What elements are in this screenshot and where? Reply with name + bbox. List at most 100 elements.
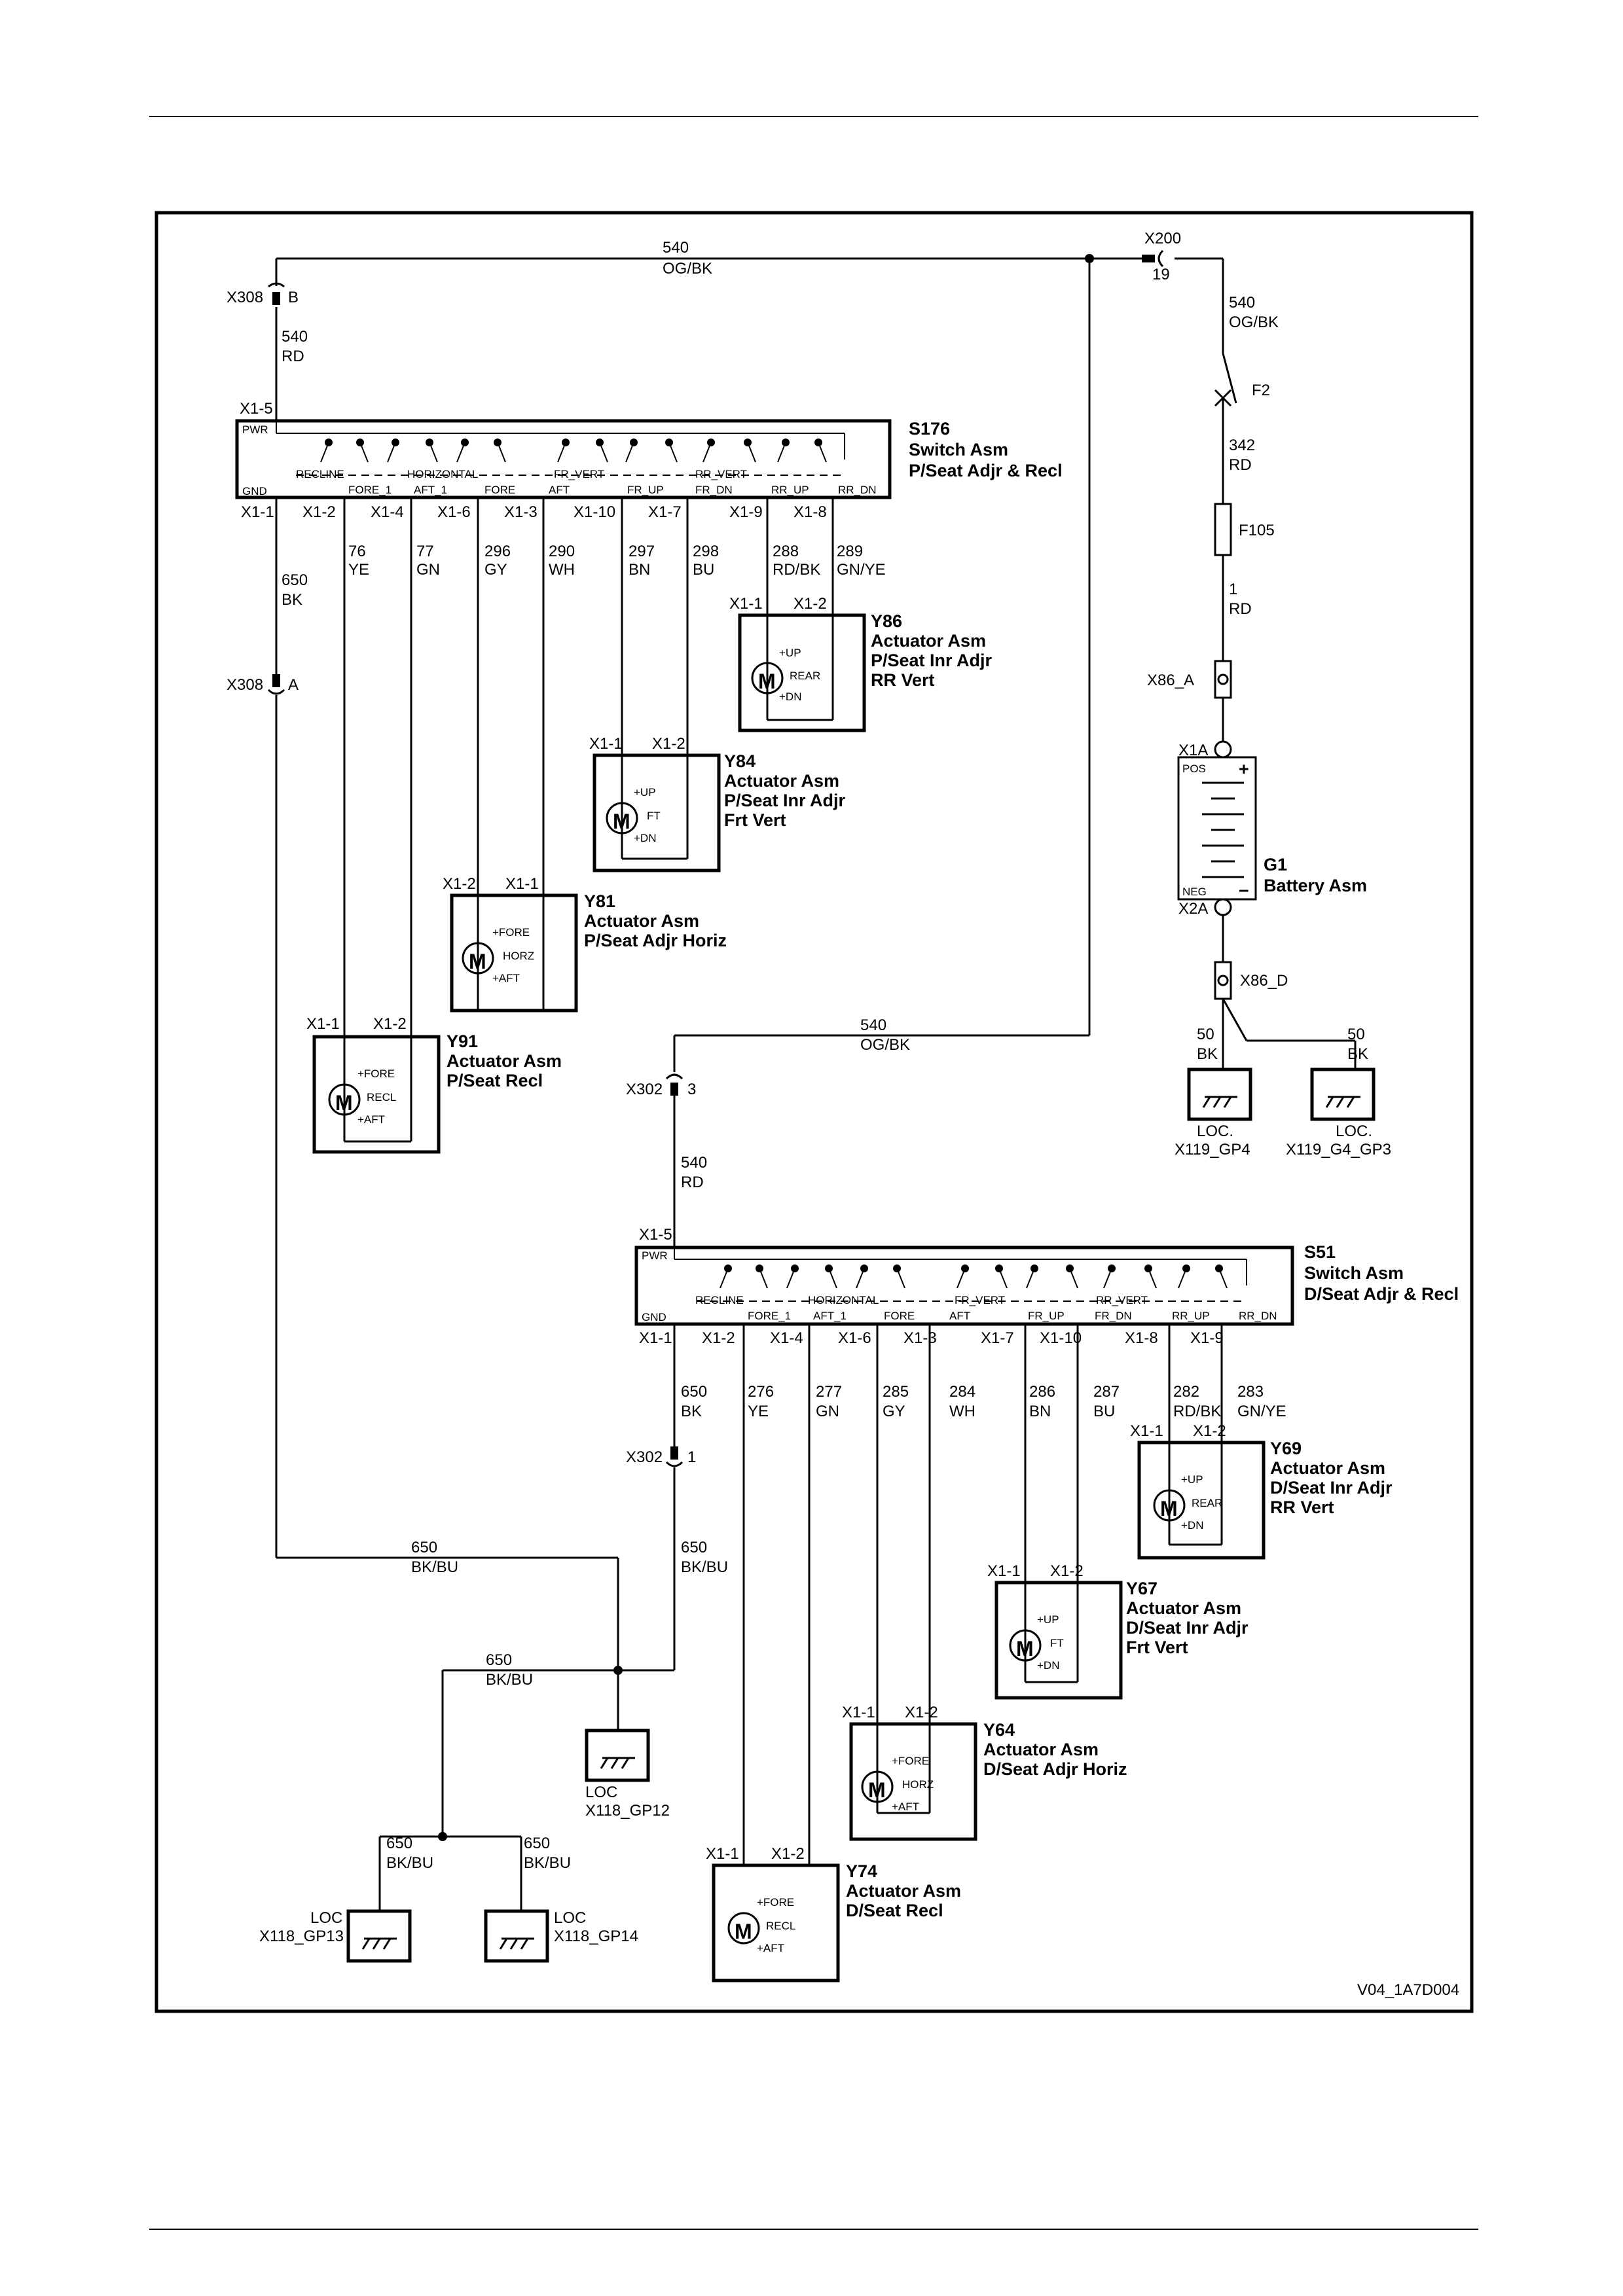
s176-id: S176 bbox=[909, 419, 950, 439]
wire-color: BK/BU bbox=[411, 1558, 458, 1576]
ground-symbol bbox=[1310, 1067, 1376, 1121]
s51-group: HORIZONTAL bbox=[808, 1294, 879, 1306]
s176-pin: X1-2 bbox=[302, 503, 336, 521]
ground-symbol bbox=[484, 1909, 549, 1963]
switch-contact-arm bbox=[387, 442, 396, 463]
x200-pin: 19 bbox=[1152, 266, 1170, 283]
wire-color: RD bbox=[681, 1174, 704, 1191]
actuator-pin: X1-1 bbox=[589, 735, 623, 753]
svg-text:FT: FT bbox=[647, 810, 661, 822]
switch-contact-arm bbox=[1218, 1268, 1228, 1289]
wire-circuit: 650 bbox=[486, 1651, 512, 1669]
battery: POS + NEG − bbox=[1177, 756, 1257, 901]
switch-contact-arm bbox=[1026, 1268, 1035, 1289]
actuator-name: Actuator Asm bbox=[584, 911, 699, 931]
actuator-id: Y81 bbox=[584, 891, 615, 911]
switch-contact-arm bbox=[599, 442, 608, 463]
wire-circuit: 650 bbox=[282, 571, 308, 589]
ground-loc: LOC bbox=[585, 1784, 617, 1801]
wire-color: GN/YE bbox=[837, 561, 886, 579]
actuator-pin: X1-2 bbox=[771, 1845, 805, 1863]
s176-pin: X1-4 bbox=[371, 503, 404, 521]
s176-contact-label: FR_UP bbox=[627, 484, 664, 496]
s51-group: RR_VERT bbox=[1096, 1294, 1148, 1306]
actuator-pin: X1-1 bbox=[729, 595, 763, 613]
s51-contact-label: AFT bbox=[949, 1310, 970, 1322]
wire-circuit: 288 bbox=[773, 543, 799, 560]
x86a-label: X86_A bbox=[1147, 672, 1194, 689]
wire-color: YE bbox=[348, 561, 369, 579]
s51-id: S51 bbox=[1304, 1242, 1336, 1262]
fuse bbox=[1214, 503, 1232, 556]
s51-pwr: PWR bbox=[642, 1249, 668, 1262]
actuator-desc: Frt Vert bbox=[1126, 1638, 1188, 1657]
actuator-desc: P/Seat Inr Adjr bbox=[871, 651, 993, 670]
s176-pin: X1-6 bbox=[437, 503, 471, 521]
x200-label: X200 bbox=[1144, 230, 1181, 247]
s51-pwr-pin: X1-5 bbox=[639, 1226, 672, 1244]
ground-name: X119_G4_GP3 bbox=[1286, 1141, 1391, 1158]
switch-contact-arm bbox=[557, 442, 566, 463]
x308a-label: X308 bbox=[227, 676, 263, 694]
s176-group: RR_VERT bbox=[695, 468, 747, 480]
wire-color: RD/BK bbox=[773, 561, 820, 579]
svg-text:+FORE: +FORE bbox=[757, 1896, 794, 1909]
wire-color: OG/BK bbox=[860, 1036, 910, 1054]
x302-label: X302 bbox=[626, 1081, 663, 1098]
ground-symbol bbox=[585, 1729, 650, 1782]
switch-contact-arm bbox=[625, 442, 634, 463]
actuator-y64: M +FORE HORZ +AFT bbox=[849, 1722, 977, 1841]
s51-contact-label: FORE bbox=[884, 1310, 915, 1322]
actuator-id: Y67 bbox=[1126, 1579, 1158, 1598]
svg-text:POS: POS bbox=[1182, 762, 1206, 775]
wire-circuit: 276 bbox=[748, 1383, 774, 1401]
wire-circuit: 650 bbox=[386, 1835, 412, 1852]
svg-text:+FORE: +FORE bbox=[492, 926, 530, 939]
actuator-y74: M +FORE RECL +AFT bbox=[712, 1863, 840, 1982]
battery-pos-terminal bbox=[1214, 740, 1232, 759]
actuator-desc: D/Seat Recl bbox=[846, 1901, 943, 1920]
wire-circuit: 284 bbox=[949, 1383, 976, 1401]
svg-text:M: M bbox=[1016, 1637, 1034, 1660]
svg-text:+AFT: +AFT bbox=[757, 1942, 784, 1954]
actuator-id: Y86 bbox=[871, 611, 902, 631]
ground-loc: LOC bbox=[310, 1909, 342, 1927]
s51-group: RECLINE bbox=[695, 1294, 744, 1306]
svg-text:+UP: +UP bbox=[1181, 1473, 1203, 1486]
actuator-pin: X1-1 bbox=[1130, 1422, 1163, 1440]
switch-contact-arm bbox=[747, 442, 756, 463]
svg-text:+DN: +DN bbox=[1037, 1659, 1059, 1672]
svg-text:REAR: REAR bbox=[1192, 1497, 1222, 1509]
wire-color: GN bbox=[816, 1403, 839, 1420]
wire-color: WH bbox=[549, 561, 575, 579]
actuator-desc: Frt Vert bbox=[724, 810, 786, 830]
x302-pin: 1 bbox=[687, 1448, 696, 1466]
svg-text:HORZ: HORZ bbox=[902, 1778, 934, 1791]
svg-text:FT: FT bbox=[1050, 1637, 1064, 1649]
ground-network: 650 BK/BU 650 BK/BU 650 BK/BU LOC X118_G… bbox=[259, 1539, 728, 1963]
actuator-name: Actuator Asm bbox=[983, 1740, 1099, 1759]
actuator-name: Actuator Asm bbox=[871, 631, 986, 651]
svg-text:+AFT: +AFT bbox=[892, 1801, 919, 1813]
s176-contact-label: FR_DN bbox=[695, 484, 733, 496]
switch-contact-arm bbox=[777, 442, 786, 463]
wire-color: GN/YE bbox=[1237, 1403, 1286, 1420]
s51-group: FR_VERT bbox=[955, 1294, 1005, 1306]
actuator-id: Y74 bbox=[846, 1861, 877, 1881]
actuator-id: Y64 bbox=[983, 1720, 1015, 1740]
wire-circuit: 1 bbox=[1229, 581, 1237, 598]
s51-contact-label: RR_DN bbox=[1239, 1310, 1277, 1322]
svg-text:+DN: +DN bbox=[779, 691, 801, 703]
svg-text:M: M bbox=[1160, 1497, 1178, 1520]
s176-gnd: GND bbox=[242, 485, 267, 497]
ground-symbol bbox=[346, 1909, 412, 1963]
s51-contact-label: AFT_1 bbox=[813, 1310, 847, 1322]
switch-contact-arm bbox=[320, 442, 329, 463]
actuator-name: Actuator Asm bbox=[724, 771, 839, 791]
wire-circuit: 77 bbox=[416, 543, 434, 560]
actuator-pin: X1-2 bbox=[1193, 1422, 1226, 1440]
wire-circuit: 297 bbox=[629, 543, 655, 560]
wire-color: BN bbox=[629, 561, 650, 579]
actuator-y91: M +FORE RECL +AFT bbox=[312, 1035, 441, 1154]
svg-text:NEG: NEG bbox=[1182, 886, 1207, 898]
